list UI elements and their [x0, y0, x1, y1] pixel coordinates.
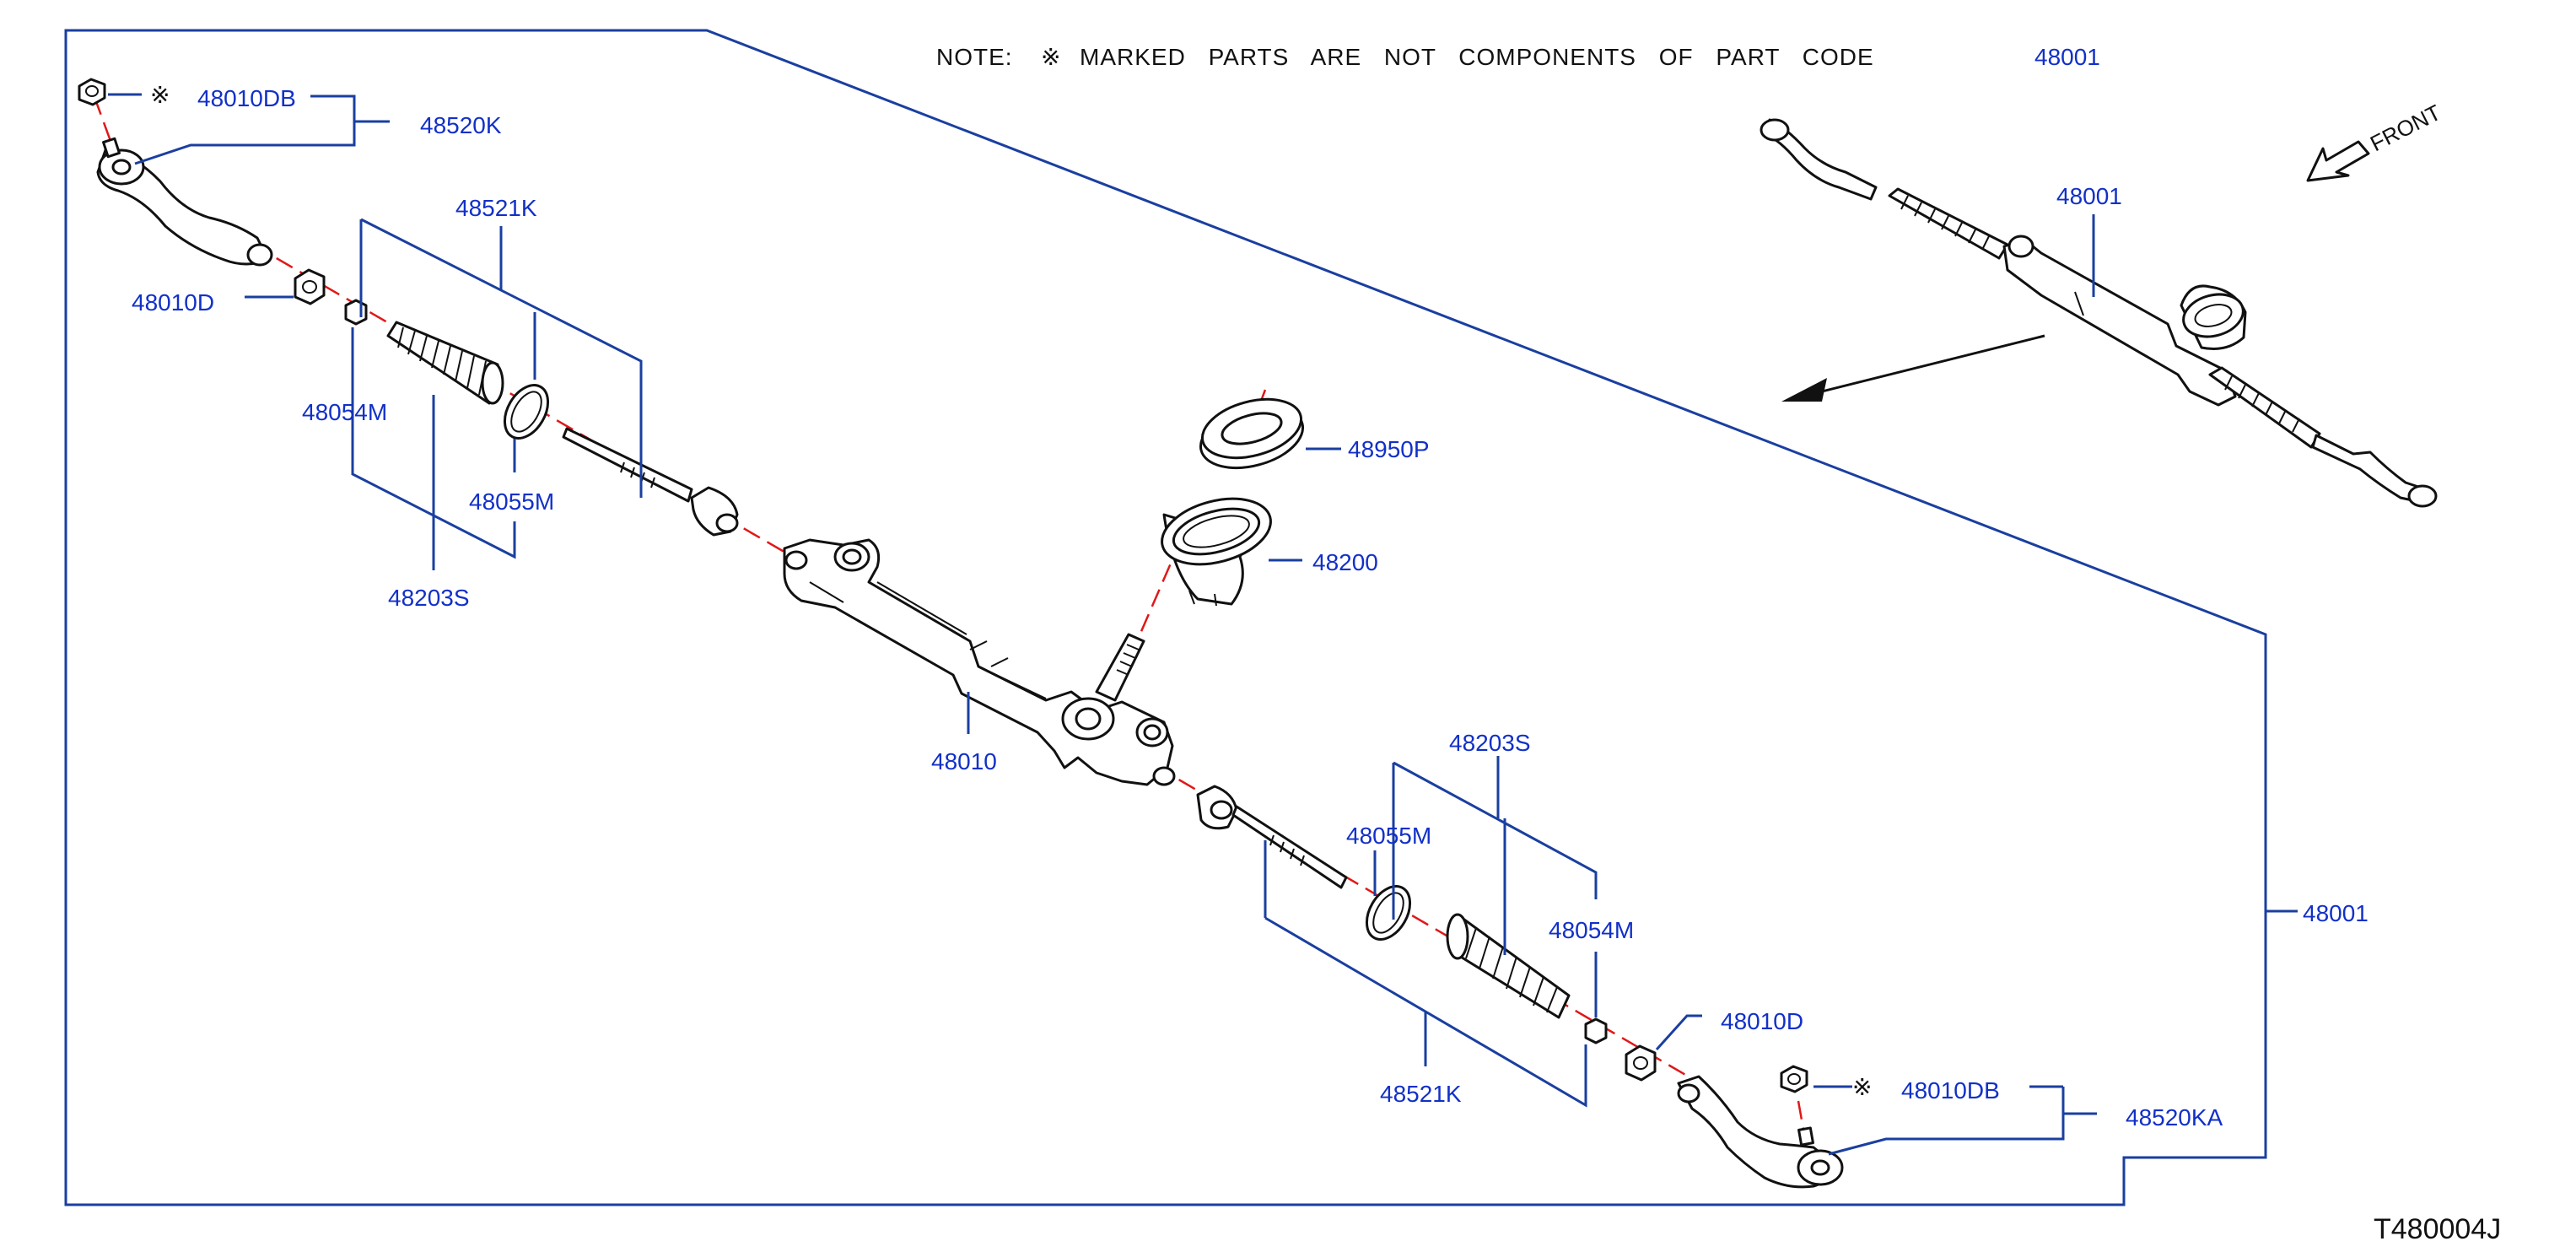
label-48054M-right[interactable]: 48054M — [1549, 917, 1634, 943]
label-48055M-right[interactable]: 48055M — [1346, 823, 1431, 849]
label-48001-frame[interactable]: 48001 — [2303, 900, 2369, 926]
nut-48010D-right[interactable] — [1625, 1044, 1657, 1082]
note-line: NOTE: ※ MARKED PARTS ARE NOT COMPONENTS … — [936, 44, 2100, 70]
clamp-48055M-right[interactable] — [1358, 879, 1419, 947]
tie-rod-end-right[interactable] — [1677, 1075, 1844, 1189]
exclusion-mark-top: ※ — [150, 82, 170, 108]
gear-linkage-48010[interactable] — [783, 538, 1176, 786]
label-48520K[interactable]: 48520K — [420, 112, 502, 138]
label-48010DB-bottom[interactable]: 48010DB — [1901, 1077, 2000, 1104]
label-48010D-left[interactable]: 48010D — [132, 289, 214, 316]
boot-48203S-right[interactable] — [1446, 913, 1571, 1019]
note-text: MARKED PARTS ARE NOT COMPONENTS OF PART … — [1080, 44, 1874, 70]
front-arrow: FRONT — [2306, 100, 2445, 182]
label-48203S-right[interactable]: 48203S — [1449, 730, 1531, 756]
nut-48010DB-bottom[interactable] — [1780, 1065, 1808, 1093]
cover-48200[interactable] — [1155, 488, 1278, 607]
assembled-rack-inset[interactable] — [1760, 118, 2438, 508]
label-48950P[interactable]: 48950P — [1348, 436, 1430, 462]
label-48203S-left[interactable]: 48203S — [388, 585, 470, 611]
inner-socket-left[interactable] — [562, 427, 739, 537]
clamp-48055M-left[interactable] — [496, 378, 557, 446]
leader-lines — [108, 93, 2097, 1156]
nut-48010D-left[interactable] — [294, 268, 326, 305]
tie-rod-end-left[interactable] — [96, 137, 273, 267]
front-label: FRONT — [2366, 100, 2445, 156]
boot-48203S-left[interactable] — [386, 321, 504, 405]
label-48010DB-top[interactable]: 48010DB — [197, 85, 296, 111]
label-48054M-left[interactable]: 48054M — [302, 399, 387, 425]
label-48001-inset[interactable]: 48001 — [2056, 183, 2122, 209]
label-48520KA[interactable]: 48520KA — [2126, 1104, 2223, 1131]
note-mark-symbol: ※ — [1041, 44, 1061, 70]
label-48521K-bottom[interactable]: 48521K — [1380, 1081, 1462, 1107]
grommet-48950P[interactable] — [1194, 390, 1309, 478]
exclusion-mark-bottom: ※ — [1852, 1074, 1873, 1100]
nut-48010DB-top[interactable] — [78, 78, 106, 106]
label-48200[interactable]: 48200 — [1312, 549, 1378, 575]
note-prefix: NOTE: — [936, 44, 1013, 70]
label-48521K-top[interactable]: 48521K — [455, 195, 537, 221]
label-48010[interactable]: 48010 — [931, 748, 997, 774]
label-48010D-right[interactable]: 48010D — [1721, 1008, 1803, 1034]
direction-arrow-icon — [1781, 334, 2045, 402]
diagram-code: T480004J — [2374, 1213, 2501, 1245]
note-part-code[interactable]: 48001 — [2034, 44, 2100, 70]
lock-nut-48054M-right[interactable] — [1584, 1017, 1608, 1044]
lock-nut-48054M-left[interactable] — [344, 299, 368, 326]
inner-socket-right[interactable] — [1196, 785, 1348, 889]
label-48055M-left[interactable]: 48055M — [469, 488, 554, 515]
assembly-boundary — [64, 29, 2267, 1206]
